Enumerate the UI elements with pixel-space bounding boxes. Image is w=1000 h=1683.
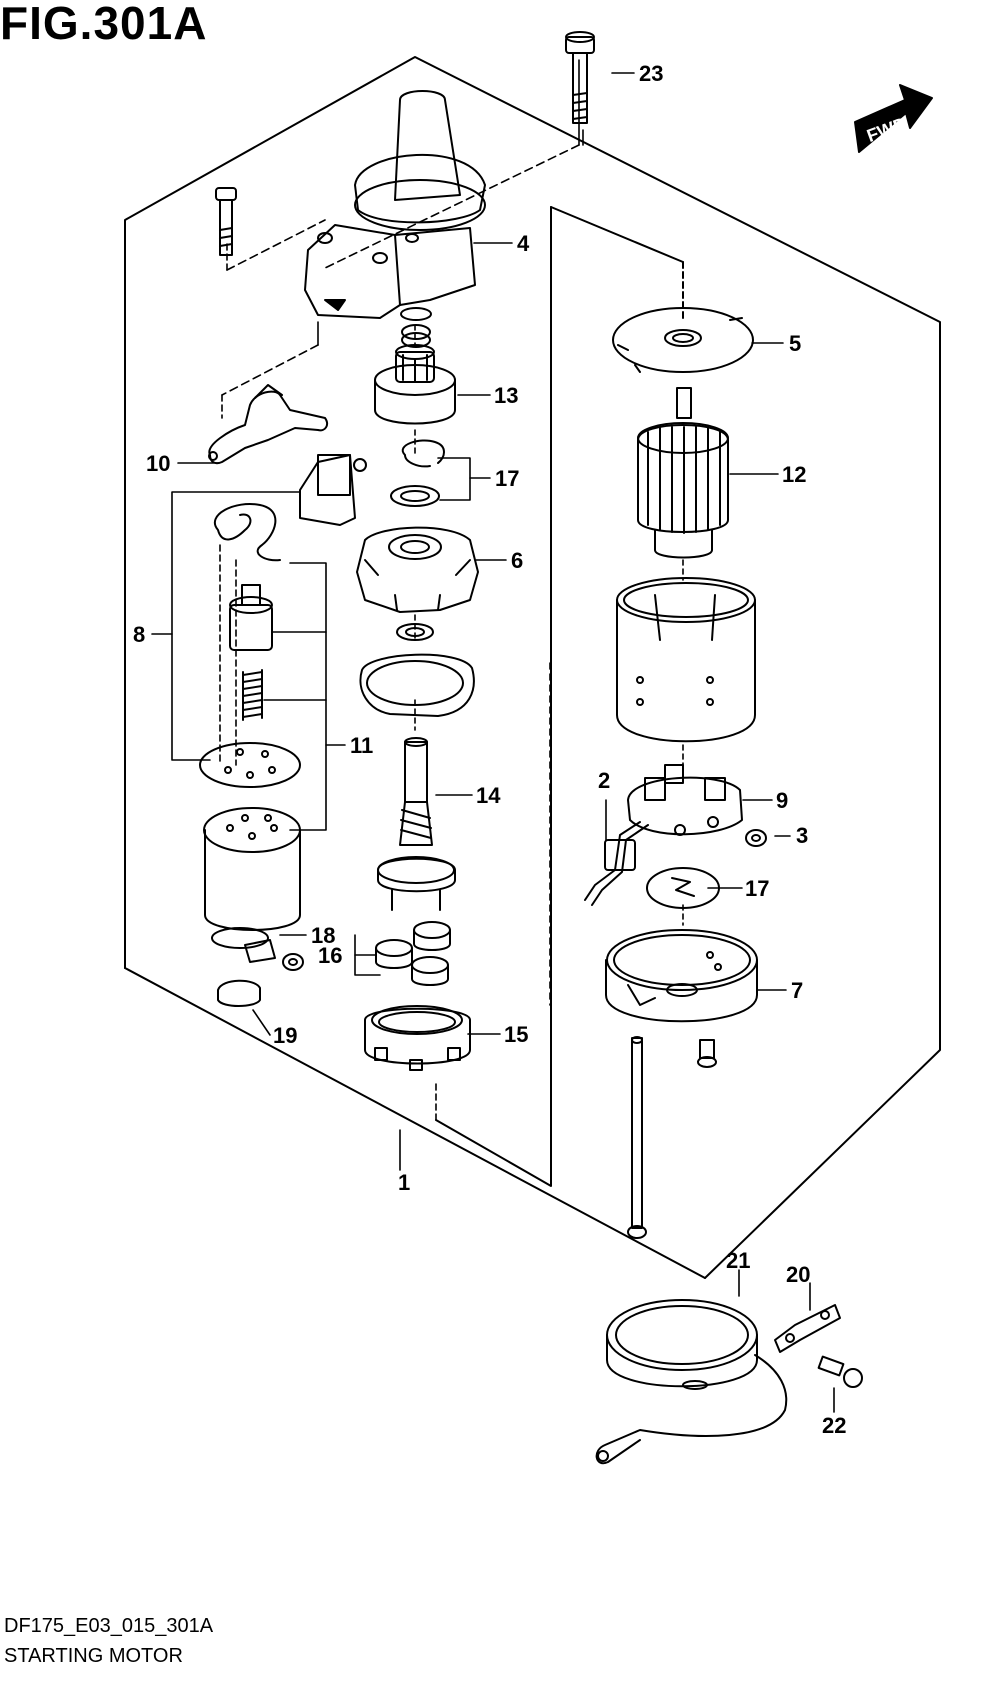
snap-ring-17 [390, 439, 445, 507]
callout-5: 5 [789, 331, 801, 356]
callout-22: 22 [822, 1413, 846, 1438]
callout-labels: 1 2 3 4 5 6 7 8 9 10 11 12 13 14 15 16 1… [133, 61, 846, 1438]
callout-4: 4 [517, 231, 530, 256]
callout-9: 9 [776, 788, 788, 813]
spring-11 [242, 669, 263, 721]
spring-clip [214, 503, 281, 562]
end-plate-5 [612, 307, 754, 373]
callout-17-upper: 17 [495, 466, 519, 491]
solenoid-body [203, 807, 301, 949]
bracket-6 [356, 526, 479, 613]
shaft-14 [377, 737, 456, 911]
fwd-arrow-icon: FWD [854, 84, 933, 153]
callout-12: 12 [782, 462, 806, 487]
callout-15: 15 [504, 1022, 528, 1047]
small-bolt-7 [697, 1039, 717, 1068]
callout-23: 23 [639, 61, 663, 86]
callout-3: 3 [796, 823, 808, 848]
end-frame-7 [605, 929, 758, 1023]
o-ring-top [400, 307, 432, 348]
diagram-name: STARTING MOTOR [4, 1645, 183, 1667]
callout-19: 19 [273, 1023, 297, 1048]
drive-housing-4 [304, 90, 486, 319]
callout-2: 2 [598, 768, 610, 793]
nut-3 [745, 829, 767, 847]
planet-gears-16 [375, 921, 451, 986]
bolt-22 [817, 1355, 863, 1388]
through-bolt [627, 1036, 647, 1239]
bolt-23 [565, 31, 595, 124]
shift-lever-10 [208, 384, 328, 465]
pinion-13 [374, 344, 456, 425]
internal-gear-15 [364, 1005, 471, 1071]
callout-21: 21 [726, 1248, 750, 1273]
lead-wire-2 [584, 821, 649, 906]
band-21 [595, 1299, 788, 1465]
assembly-outline [124, 56, 941, 1279]
brush-holder-9 [627, 764, 743, 836]
solenoid-cover-8 [299, 454, 367, 526]
callout-11: 11 [350, 733, 373, 758]
plate-11 [199, 742, 301, 788]
clip-19 [217, 979, 261, 1007]
yoke [616, 577, 756, 743]
figure-title: FIG.301A [0, 0, 208, 49]
bracket-20 [774, 1304, 841, 1353]
plate-17 [646, 867, 720, 909]
callout-18: 18 [311, 923, 335, 948]
bolt-small-left [215, 187, 237, 256]
callout-14: 14 [476, 783, 501, 808]
callout-1: 1 [398, 1170, 410, 1195]
terminal-18 [244, 939, 304, 971]
callout-20: 20 [786, 1262, 810, 1287]
callout-17-lower: 17 [745, 876, 769, 901]
diagram-code: DF175_E03_015_301A [4, 1615, 214, 1637]
callout-10: 10 [146, 451, 170, 476]
washer-under-6 [359, 623, 475, 717]
callout-6: 6 [511, 548, 523, 573]
armature-12 [637, 387, 729, 559]
plunger-11 [229, 584, 273, 651]
callout-8: 8 [133, 622, 145, 647]
callout-7: 7 [791, 978, 803, 1003]
callout-16: 16 [318, 943, 342, 968]
callout-13: 13 [494, 383, 518, 408]
